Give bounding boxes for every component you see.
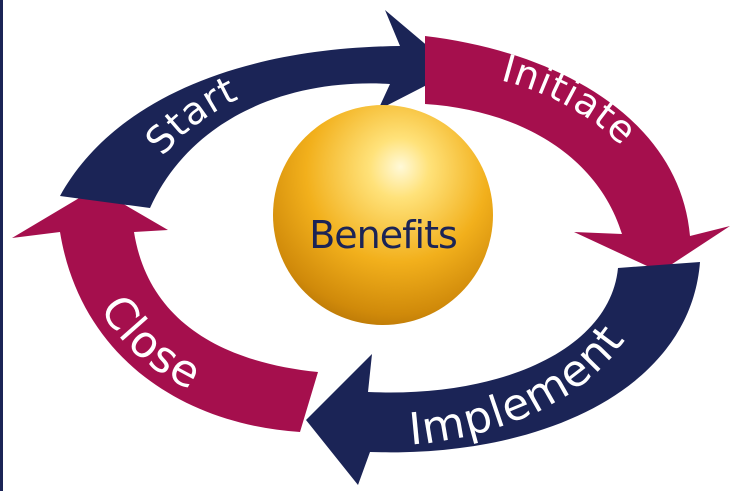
close-arrow bbox=[12, 188, 318, 432]
implement-arrow bbox=[306, 262, 700, 485]
initiate-arrow bbox=[425, 36, 730, 272]
benefits-sphere bbox=[273, 105, 493, 325]
left-border-line bbox=[0, 0, 3, 491]
benefits-label: Benefits bbox=[309, 213, 457, 257]
start-arrow bbox=[60, 10, 456, 208]
